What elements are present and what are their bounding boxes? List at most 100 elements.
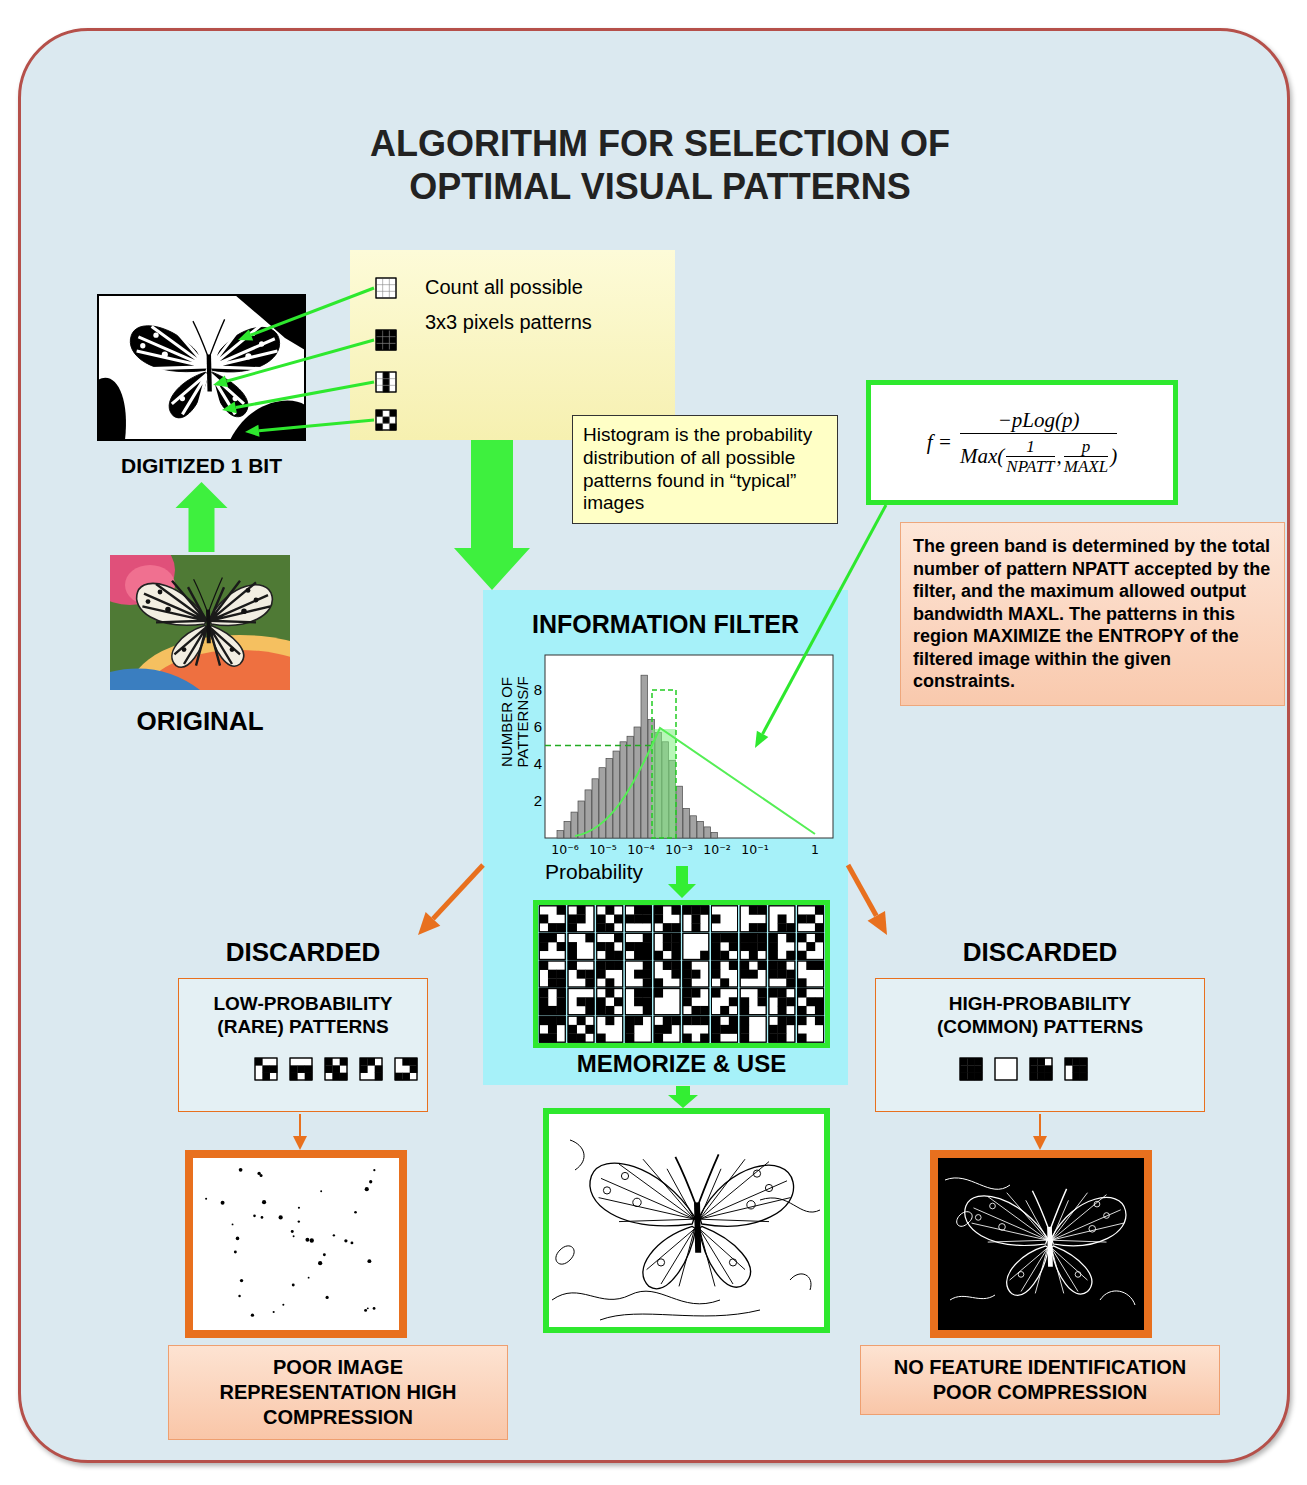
pixel	[798, 933, 807, 942]
pattern-outline	[740, 1016, 766, 1042]
connector-line	[848, 865, 876, 916]
pixel	[383, 337, 390, 344]
pixel	[1080, 1058, 1088, 1066]
pixel	[577, 906, 586, 915]
pixel	[683, 906, 692, 915]
pattern-outline	[654, 989, 680, 1015]
stored-pattern	[654, 933, 680, 959]
pattern-outline	[769, 933, 795, 959]
pixel	[758, 942, 767, 951]
stored-pattern	[625, 989, 651, 1015]
pattern-cell	[255, 1058, 277, 1080]
stored-pattern	[625, 906, 651, 932]
pixel	[654, 1034, 663, 1043]
pattern-outline	[597, 906, 623, 932]
pixel	[577, 997, 586, 1006]
pixel	[778, 1006, 787, 1015]
pixel	[1030, 1058, 1038, 1066]
pattern-cell	[539, 989, 565, 1015]
pattern-icon	[376, 410, 396, 430]
pixel	[1080, 1065, 1088, 1073]
pattern-cell	[798, 1016, 824, 1042]
pixel	[663, 1016, 672, 1025]
pattern-outline	[654, 906, 680, 932]
pixel	[1072, 1065, 1080, 1073]
pattern-cell	[568, 989, 594, 1015]
pixel	[568, 914, 577, 923]
pixel	[691, 923, 700, 932]
pixel-dot	[279, 1215, 283, 1219]
pixel	[305, 1065, 313, 1073]
pixel	[960, 1073, 968, 1081]
pattern-cell	[769, 933, 795, 959]
pixel	[568, 961, 577, 970]
block-arrow	[454, 440, 530, 590]
pattern-outline	[654, 1016, 680, 1042]
pixel	[568, 1025, 577, 1034]
pattern-cell	[539, 961, 565, 987]
pixel	[539, 914, 548, 923]
pixel	[376, 330, 383, 337]
pixel	[712, 961, 721, 970]
pattern-icon	[376, 372, 396, 392]
pattern-cell	[539, 906, 565, 932]
pixel	[568, 1034, 577, 1043]
pattern-outline	[568, 933, 594, 959]
histogram-bar	[613, 751, 620, 838]
rare-pattern-icon	[290, 1058, 312, 1080]
pixel-dot	[292, 1284, 295, 1287]
pattern-cell	[654, 1016, 680, 1042]
formula-part: )	[1110, 444, 1117, 468]
pattern-cell	[769, 1016, 795, 1042]
pixel	[740, 942, 749, 951]
stored-pattern	[625, 1016, 651, 1042]
pixel	[557, 1016, 566, 1025]
pixel-dot	[293, 1235, 295, 1237]
pattern-outline	[960, 1058, 982, 1080]
pixel	[720, 978, 729, 987]
pixel	[798, 1034, 807, 1043]
pixel	[597, 1006, 606, 1015]
tick-label: 10⁻²	[695, 842, 739, 857]
panel-heading: INFORMATION FILTER	[483, 610, 848, 639]
connector	[755, 505, 886, 748]
pixel-dot	[318, 1261, 322, 1265]
pixel	[614, 951, 623, 960]
pixel	[643, 978, 652, 987]
pattern-cell	[568, 961, 594, 987]
pattern-outline	[625, 906, 651, 932]
pattern-cell	[654, 961, 680, 987]
pixel-dot	[298, 1207, 300, 1209]
stored-pattern	[769, 961, 795, 987]
formula-part: MAXL	[1064, 456, 1108, 477]
histogram-bar	[578, 801, 585, 838]
arrowhead	[222, 402, 237, 414]
pixel	[1037, 1058, 1045, 1066]
pattern-outline	[1030, 1058, 1052, 1080]
stored-pattern	[568, 961, 594, 987]
pixel	[769, 1034, 778, 1043]
pixel	[758, 989, 767, 998]
pixel	[671, 933, 680, 942]
pixel	[557, 942, 566, 951]
histogram-bar	[676, 786, 683, 838]
label-holder: 2	[522, 792, 542, 810]
stored-pattern	[654, 1016, 680, 1042]
pixel	[758, 961, 767, 970]
pixel	[712, 970, 721, 979]
stored-pattern	[769, 906, 795, 932]
pixel	[634, 942, 643, 951]
pixel	[960, 1058, 968, 1066]
axis-title: NUMBER OF PATTERNS/F	[499, 661, 531, 783]
pixel-dot	[239, 1168, 243, 1172]
pattern-cell	[395, 1058, 417, 1080]
pattern-outline	[568, 961, 594, 987]
connector	[176, 482, 228, 552]
pixel	[749, 923, 758, 932]
label-holder: 10⁻³	[657, 842, 701, 857]
pixel	[402, 1073, 410, 1081]
pixel	[597, 942, 606, 951]
image-label: DIGITIZED 1 BIT	[98, 454, 305, 478]
pixel	[691, 906, 700, 915]
pixel	[758, 923, 767, 932]
